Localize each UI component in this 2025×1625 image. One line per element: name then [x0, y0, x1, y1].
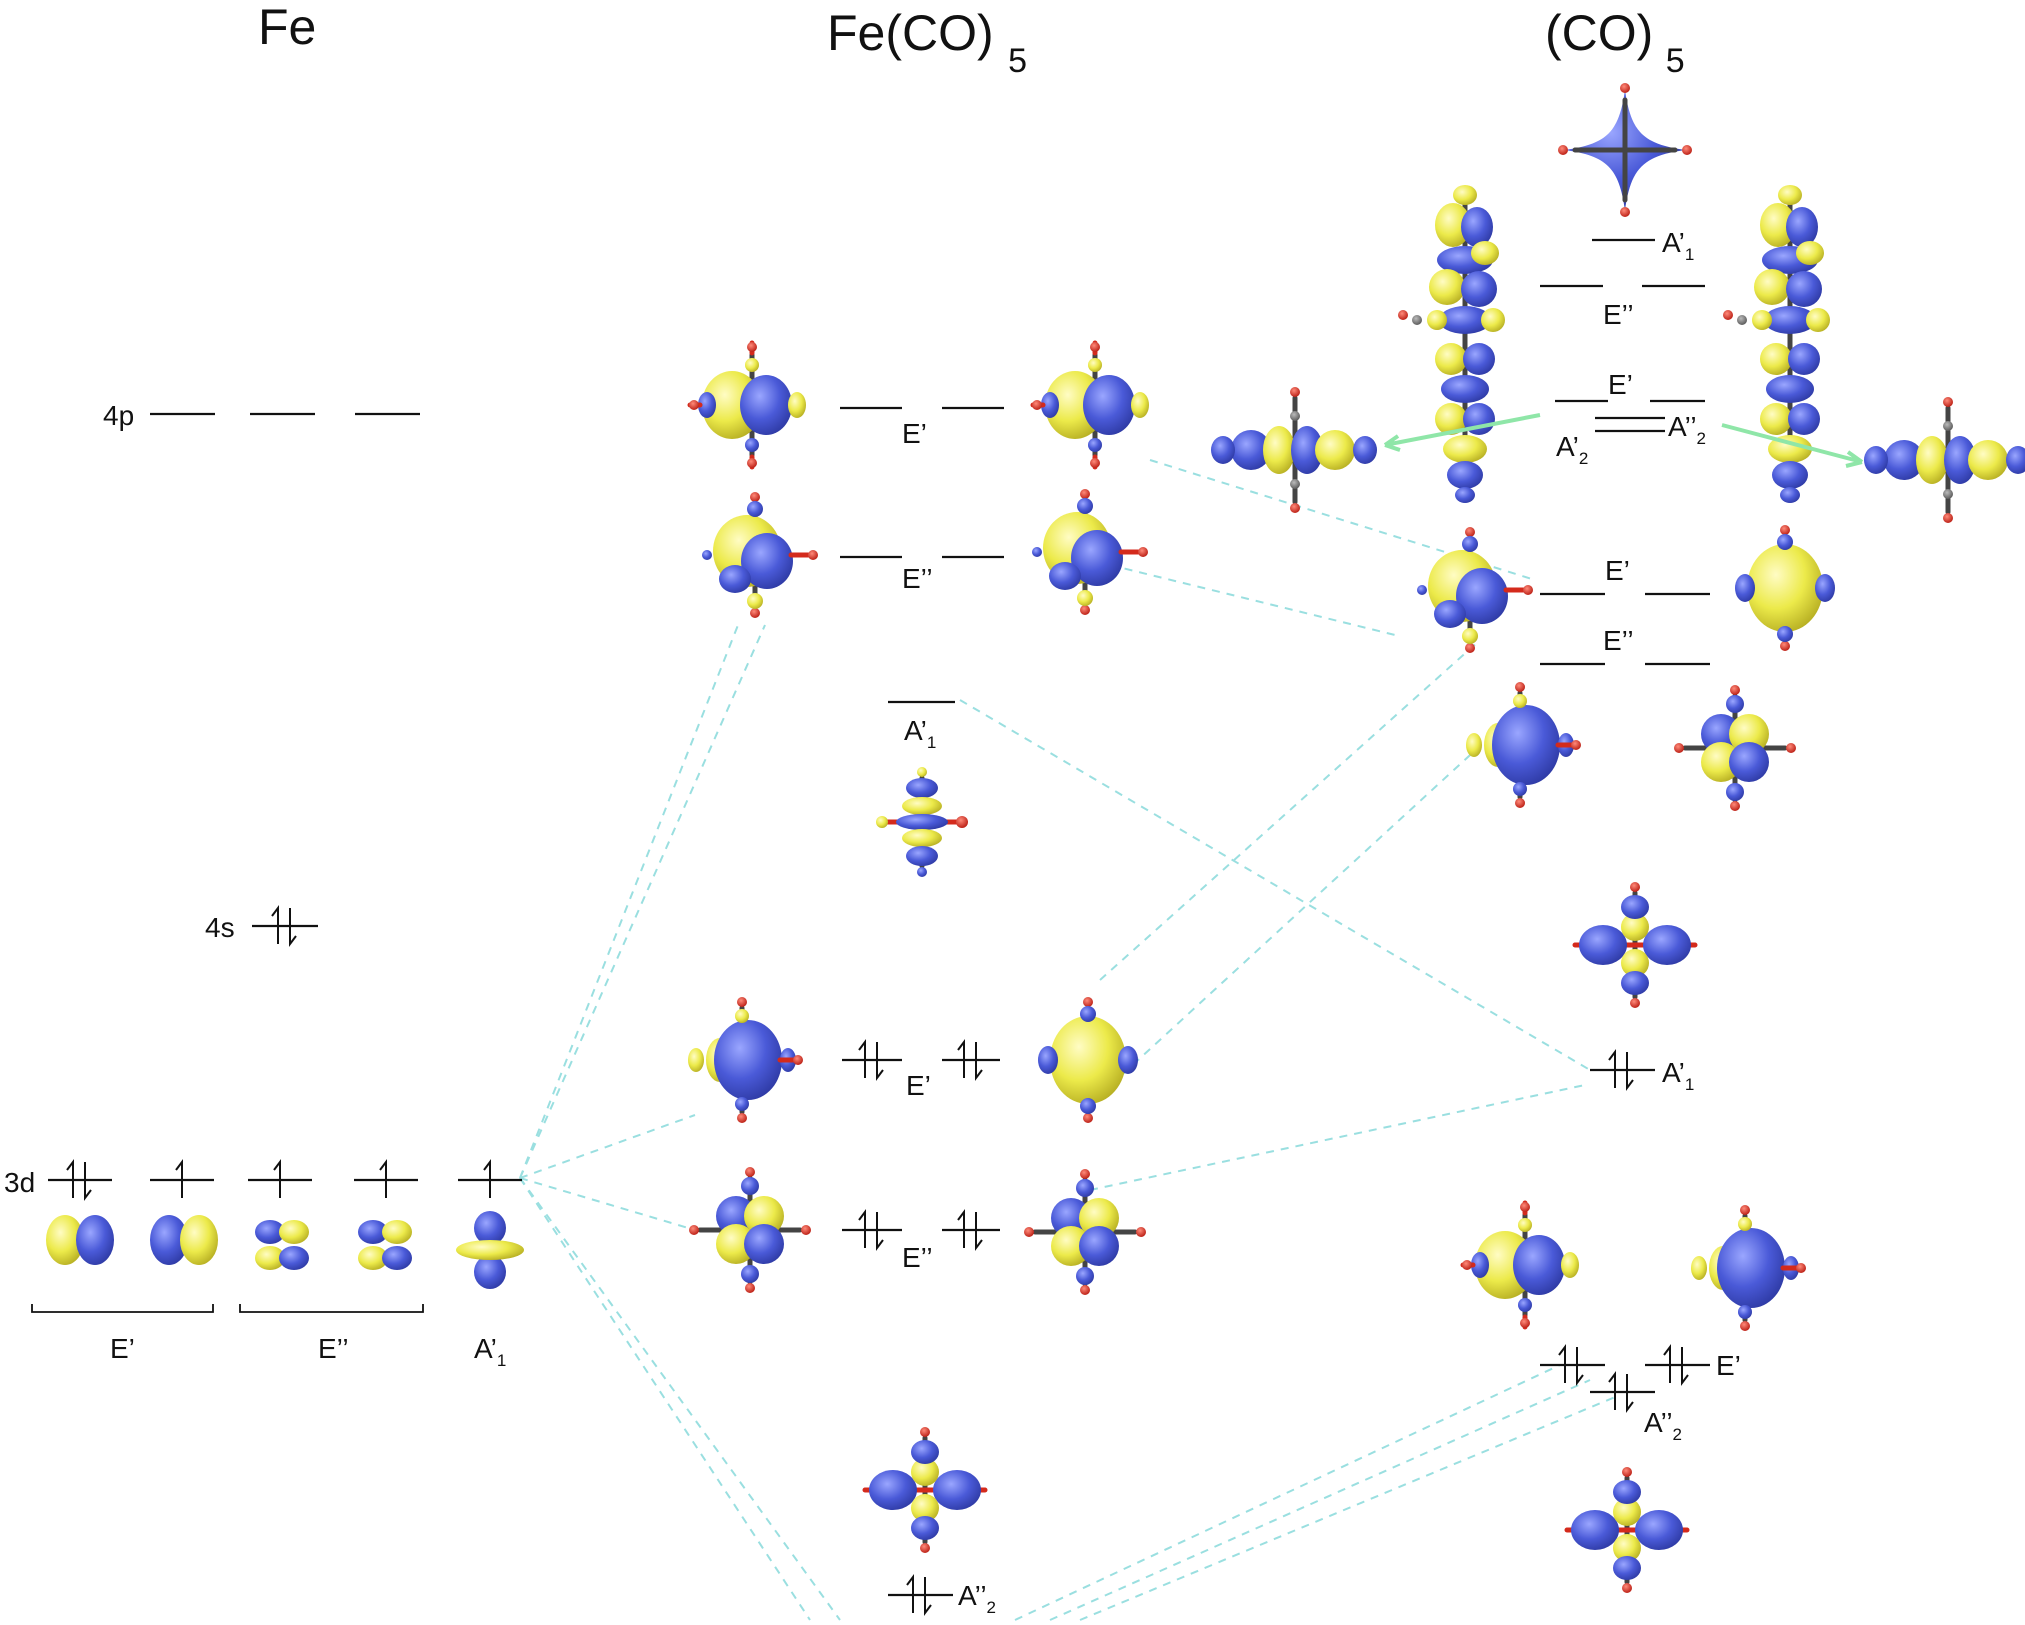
- header-feco5-sub: 5: [1008, 42, 1027, 80]
- feco5-e1-top-label: E’: [902, 418, 927, 449]
- correlation-lines: [519, 459, 1621, 1621]
- co5-mid-levels: E’ A’’2 A’2: [1211, 369, 2025, 523]
- header-co5-sub: 5: [1666, 42, 1685, 80]
- header-co5: (CO) 5: [1545, 5, 1685, 80]
- feco5-e1-top-level: E’: [689, 342, 1149, 468]
- co5-e1-low-label: E’: [1605, 555, 1630, 586]
- dz2-orbital-icon: [456, 1211, 524, 1289]
- co5-a2p-label: A’2: [1556, 431, 1588, 468]
- fe-4s-level: 4s: [205, 907, 318, 945]
- feco5-a2-level: A’’2: [865, 1427, 996, 1617]
- feco5-a1-level: A’1: [876, 700, 968, 877]
- dx2y2-orbital-icon: [150, 1215, 218, 1265]
- fe-3d-level: 3d: [4, 1161, 522, 1199]
- co5-e2-top-level: E’’: [1398, 185, 1830, 503]
- co5-e2-top-label: E’’: [1603, 299, 1634, 330]
- feco5-e1-occ-label: E’: [906, 1070, 931, 1101]
- fe-3d-label: 3d: [4, 1167, 35, 1198]
- co5-a2-occ-label: A’’2: [1644, 1407, 1682, 1444]
- co5-e1-low-level: E’: [1417, 525, 1835, 653]
- header-feco5-main: Fe(CO): [827, 5, 994, 61]
- fe-4s-label: 4s: [205, 912, 235, 943]
- co5-a1-occ-level: A’1: [1575, 882, 1695, 1094]
- fe-d-orbital-icons: [46, 1211, 524, 1289]
- feco5-e2-top-label: E’’: [902, 563, 933, 594]
- dxz-orbital-icon: [255, 1220, 309, 1270]
- co5-a1-top-level: A’1: [1558, 83, 1694, 264]
- co5-e2-low-level: E’’: [1466, 625, 1796, 811]
- fe-group-e2-label: E’’: [318, 1333, 349, 1364]
- header-fe: Fe: [258, 0, 316, 55]
- arrow-right-icon: [1721, 423, 1864, 468]
- feco5-e2-top-level: E’’: [702, 489, 1148, 618]
- feco5-a2-label: A’’2: [958, 1580, 996, 1617]
- co5-e1-occ-level: E’: [1462, 1202, 1806, 1384]
- co5-a2pp-label: A’’2: [1668, 411, 1706, 448]
- co5-e1-mid-label: E’: [1608, 369, 1633, 400]
- fe-symmetry-groups: E’ E’’ A’1: [31, 1304, 506, 1370]
- header-feco5: Fe(CO) 5: [827, 5, 1027, 80]
- co5-a1-top-label: A’1: [1662, 227, 1694, 264]
- feco5-e2-occ-label: E’’: [902, 1242, 933, 1273]
- fe-4p-level: 4p: [103, 400, 420, 431]
- co5-a1-occ-label: A’1: [1662, 1057, 1694, 1094]
- fe-4p-label: 4p: [103, 400, 134, 431]
- dxy-orbital-icon: [46, 1215, 114, 1265]
- header-co5-main: (CO): [1545, 5, 1653, 61]
- feco5-e2-occ-level: E’’: [689, 1167, 1146, 1295]
- feco5-a1-label: A’1: [904, 715, 936, 752]
- fe-group-a1-label: A’1: [474, 1333, 506, 1370]
- fe-group-e1-label: E’: [110, 1333, 135, 1364]
- co5-e1-occ-label: E’: [1716, 1350, 1741, 1381]
- arrow-left-icon: [1383, 413, 1541, 452]
- feco5-e1-occ-level: E’: [688, 997, 1138, 1123]
- dyz-orbital-icon: [358, 1220, 412, 1270]
- co5-a2-occ-level: A’’2: [1567, 1373, 1687, 1593]
- co5-e2-low-label: E’’: [1603, 625, 1634, 656]
